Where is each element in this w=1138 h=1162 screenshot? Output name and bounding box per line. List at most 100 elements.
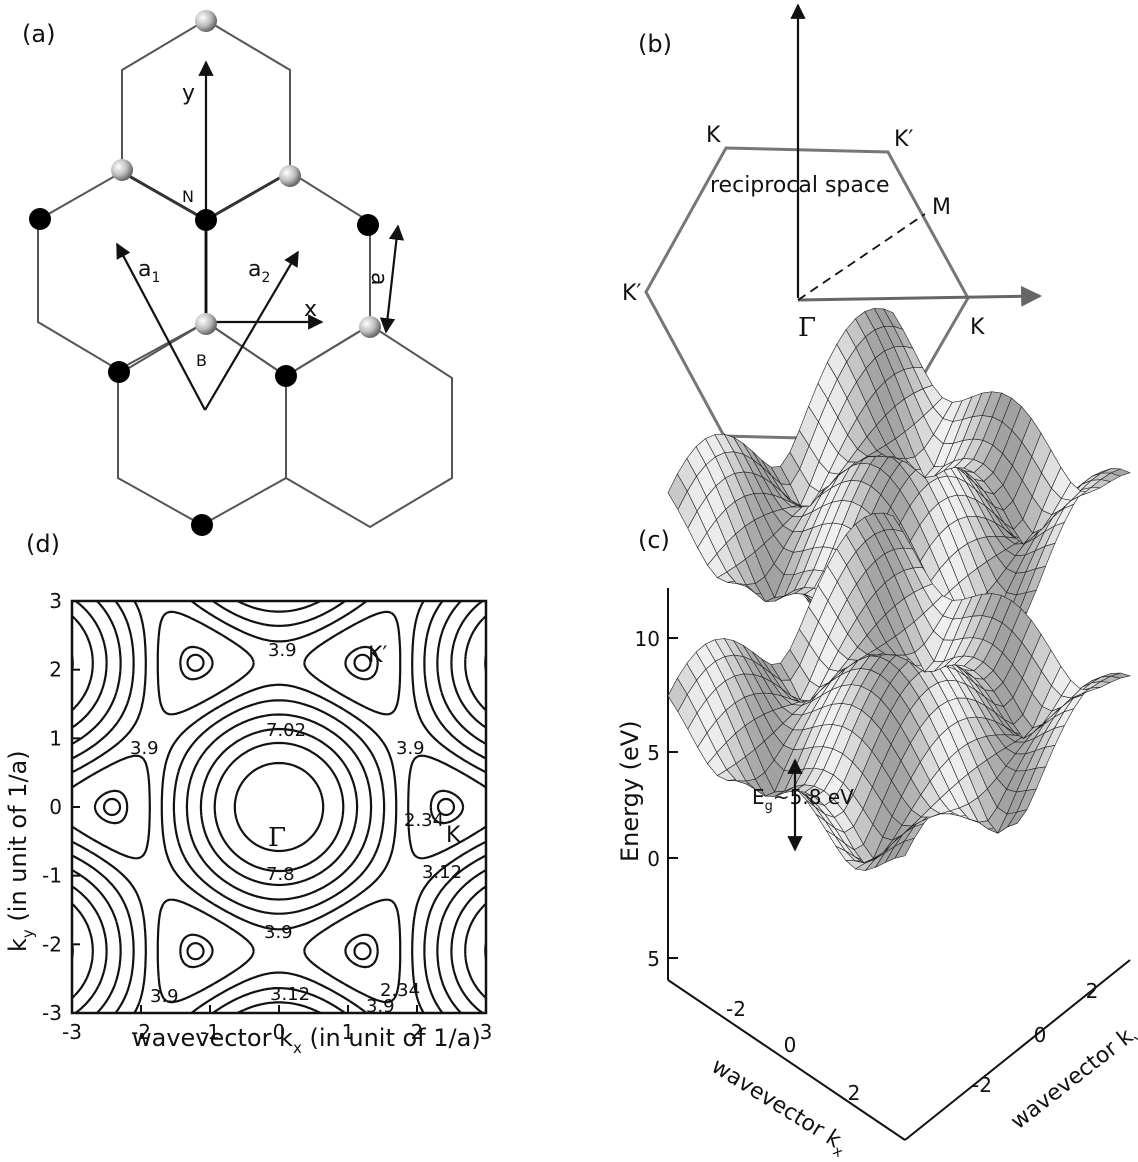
- vector-a2-label: a2: [248, 257, 270, 286]
- x-tick-label: 0: [273, 1020, 286, 1044]
- y-axis-title: ky (in unit of 1/a): [4, 750, 37, 952]
- y-tick-label: -2: [42, 932, 62, 956]
- k-point-marker: [102, 797, 122, 817]
- gamma-point-label: Γ: [798, 313, 816, 343]
- y-tick-label: 2: [49, 658, 62, 682]
- y-tick-label: 0: [49, 795, 62, 819]
- gamma-m-dashed-line: [797, 213, 926, 301]
- contour-plot: [72, 601, 486, 1013]
- hexagon: [37, 170, 207, 374]
- contour-label: 2.34: [380, 980, 420, 1001]
- band-gap-label: Eg~5.8 eV: [752, 785, 854, 814]
- energy-tick-label: 0: [647, 847, 660, 871]
- contour-label: 7.02: [266, 720, 306, 741]
- vector-a1: [116, 242, 206, 411]
- boron-atom: [195, 313, 217, 335]
- k-point-marker: [186, 942, 205, 961]
- kx-tick-label: 0: [784, 1033, 797, 1057]
- energy-tick-label: 10: [635, 627, 660, 651]
- band-surface-patch: [1109, 672, 1132, 679]
- ky-tick-label: 2: [1086, 979, 1099, 1003]
- k-point-marker: [353, 942, 372, 961]
- x-axis-label: x: [304, 297, 317, 322]
- k-point-marker: [353, 653, 372, 672]
- nitrogen-atom: [108, 361, 130, 383]
- x-tick-label: 1: [342, 1020, 355, 1044]
- boron-atom: [359, 316, 381, 338]
- k-point-marker: [186, 653, 205, 672]
- kprime-point-label: K′: [368, 643, 387, 668]
- hexagon: [205, 170, 371, 378]
- contour-line: [72, 615, 486, 999]
- gamma-point-label: Γ: [268, 823, 286, 853]
- ky-tick-label: -2: [972, 1073, 992, 1097]
- nitrogen-atom: [357, 214, 379, 236]
- x-tick-label: 3: [480, 1020, 493, 1044]
- nitrogen-atom: [191, 514, 213, 536]
- atom-n-label: N: [182, 187, 194, 206]
- k-point-marker: [436, 797, 456, 817]
- energy-tick-label: 5: [647, 947, 660, 971]
- y-tick-label: -1: [42, 864, 62, 888]
- nitrogen-atom: [275, 365, 297, 387]
- x-tick-label: -1: [200, 1020, 220, 1044]
- bond-length-label: a: [366, 272, 391, 285]
- bond-length-arrow: [379, 224, 405, 334]
- energy-axis-title: Energy (eV): [616, 720, 644, 862]
- contour-line: [72, 601, 486, 1013]
- boron-atom: [279, 165, 301, 187]
- panel-d-label: (d): [26, 530, 60, 558]
- panel-a: (a) y x a1 a2 a N B: [22, 10, 453, 536]
- contour-label: 3.9: [150, 986, 179, 1007]
- kprime-point-label: K′: [622, 281, 641, 306]
- ky-tick-label: 0: [1034, 1023, 1047, 1047]
- contour-label: 7.8: [266, 864, 295, 885]
- kx-axis: [667, 979, 906, 1141]
- ky-axis-title: wavevector ky: [1006, 1019, 1138, 1138]
- vector-a1-label: a1: [138, 257, 160, 286]
- panel-b-label: (b): [638, 30, 672, 58]
- boron-atom: [195, 10, 217, 32]
- nitrogen-atom: [29, 208, 51, 230]
- y-tick-label: 3: [49, 589, 62, 613]
- nitrogen-atom: [195, 209, 217, 231]
- x-tick-label: -3: [62, 1020, 82, 1044]
- y-axis-label: y: [182, 81, 195, 106]
- m-point-label: M: [932, 195, 951, 220]
- kx-tick-label: -2: [726, 997, 746, 1021]
- ky-axis: [904, 959, 1131, 1141]
- k-point-label: K: [446, 823, 461, 848]
- atom-b-label: B: [196, 351, 207, 370]
- energy-tick-label: 5: [647, 741, 660, 765]
- kx-axis-title: wavevector kx: [705, 1054, 853, 1161]
- kprime-point-label: K′: [894, 127, 913, 152]
- contour-label: 3.9: [264, 922, 293, 943]
- contour-label: 3.9: [366, 996, 395, 1017]
- contour-line: [93, 645, 465, 969]
- hexagon: [285, 323, 453, 529]
- x-axis-title: wavevector kx (in unit of 1/a): [132, 1024, 481, 1057]
- kx-axis-arrow: [797, 285, 1043, 307]
- reciprocal-space-title: reciprocal space: [710, 173, 890, 198]
- vector-a2: [204, 250, 299, 411]
- contour-line: [72, 610, 486, 1004]
- contour-label: 3.12: [270, 984, 310, 1005]
- band-surfaces: [667, 308, 1132, 872]
- panel-a-label: (a): [22, 20, 55, 48]
- contour-line: [72, 601, 486, 1013]
- k-point-label: K: [706, 123, 721, 148]
- panel-b: (b) reciprocal space K K′ M K′ K K K′ Γ: [622, 3, 1043, 476]
- contour-label: 3.9: [268, 640, 297, 661]
- contour-label: 2.34: [404, 810, 444, 831]
- contour-label: 3.12: [422, 862, 462, 883]
- y-tick-label: 1: [49, 726, 62, 750]
- panel-c-label: (c): [638, 526, 670, 554]
- y-tick-label: -3: [42, 1001, 62, 1025]
- x-tick-label: -2: [131, 1020, 151, 1044]
